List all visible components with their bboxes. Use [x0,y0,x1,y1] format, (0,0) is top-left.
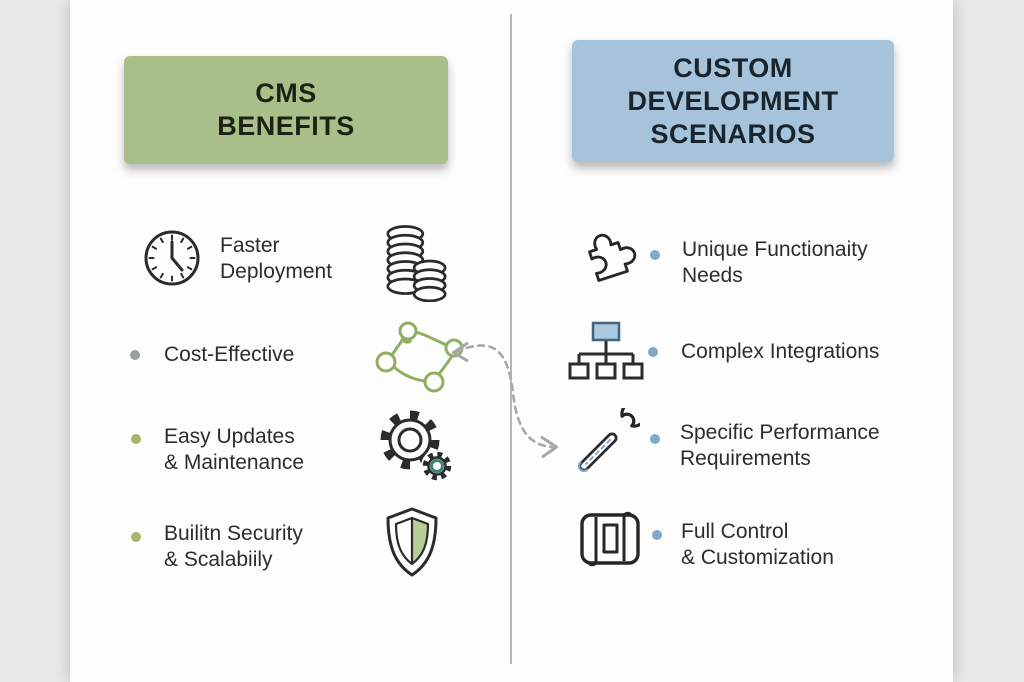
shield-icon [383,506,441,578]
list-item-label: Specific Performance Requirements [680,421,880,470]
list-item-label: Unique Functionaity Needs [682,238,868,287]
cms-benefits-header-label: CMS BENEFITS [217,78,355,141]
clock-icon [142,228,202,288]
org-chart-icon [566,320,646,384]
crossover-arrow [440,330,570,460]
list-item-label: Builitn Security & Scalabiily [164,522,303,571]
bullet-dot [652,530,662,540]
cms-benefits-header: CMS BENEFITS [124,56,448,164]
list-item-label: Cost-Effective [164,343,295,366]
network-icon [374,318,466,398]
list-item-label: Complex Integrations [681,340,880,363]
bullet-dot [131,434,141,444]
coins-icon [382,222,450,302]
column-divider [510,14,512,664]
bullet-dot [130,350,140,360]
bullet-dot [650,434,660,444]
custom-development-header-label: CUSTOM DEVELOPMENT SCENARIOS [627,52,839,149]
wrench-icon [572,408,640,478]
blueprint-icon [576,508,644,570]
puzzle-icon [574,228,640,292]
list-item-label: Easy Updates & Maintenance [164,425,305,474]
list-item-label: Full Control & Customization [681,520,834,569]
gears-icon [377,406,457,486]
custom-development-header: CUSTOM DEVELOPMENT SCENARIOS [572,40,894,162]
bullet-dot [131,532,141,542]
list-item-label: Faster Deployment [220,234,333,283]
bullet-dot [650,250,660,260]
bullet-dot [648,347,658,357]
